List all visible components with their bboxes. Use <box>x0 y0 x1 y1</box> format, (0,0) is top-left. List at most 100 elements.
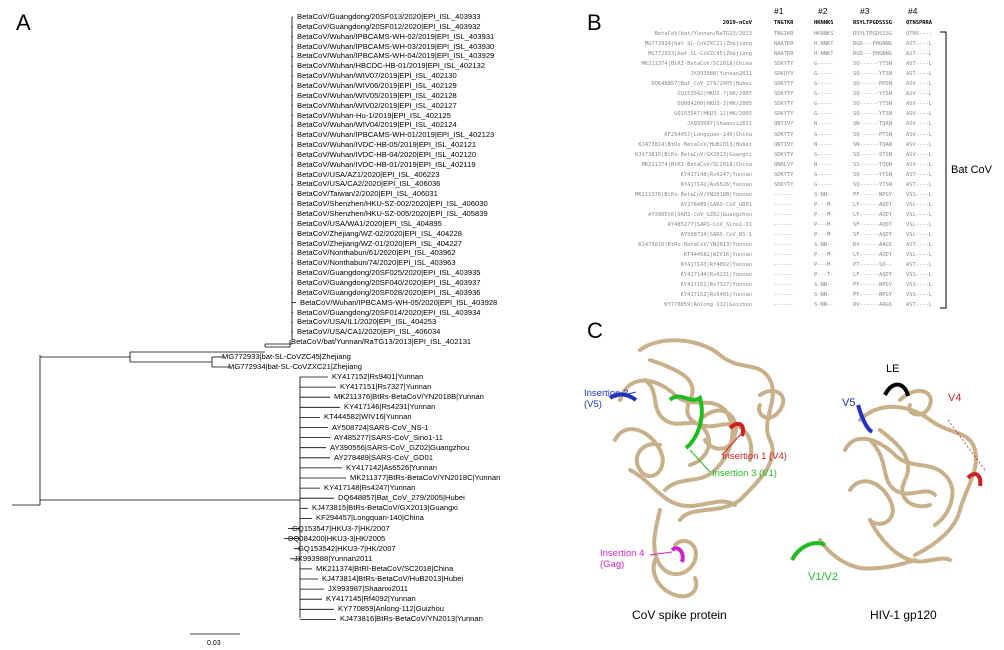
alignment-row-seq: G----- <box>814 91 834 98</box>
alignment-row-seq: SQ------YTSN <box>853 101 892 108</box>
alignment-row-seq: G----- <box>814 81 834 88</box>
alignment-row-name: KJ473814|BtRs-BetaCoV/HuB2013|Hubei <box>638 141 752 148</box>
alignment-row-seq: QNTIVY <box>774 121 794 128</box>
v5-segment <box>856 404 874 434</box>
alignment-row-seq: AST----L <box>906 302 932 309</box>
alignment-row-seq: ------ <box>774 201 794 208</box>
alignment-row-seq: PF------NPGY <box>853 292 892 299</box>
alignment-row-seq: G----- <box>814 131 834 138</box>
alignment-ref-seq: RSYLTPGDSSSG <box>853 20 892 26</box>
alignment-ref-name: 2019-nCoV <box>722 20 752 26</box>
tree-leaf-label: MK211376|BtRs-BetaCoV/YN2018B|Yunnan <box>334 392 484 402</box>
insertion-1-segment <box>728 421 745 437</box>
alignment-row-seq: SDKYTY <box>774 91 794 98</box>
alignment-row-seq: P---M- <box>814 252 834 259</box>
alignment-row-seq: ------ <box>774 252 794 259</box>
panel-letter-a: A <box>16 10 31 35</box>
alignment-row-seq: PF------NPGY <box>853 191 892 198</box>
tree-leaf-label: BetaCoV/Wuhan/IPBCAMS-WH-02/2019|EPI_ISL… <box>297 31 495 41</box>
spike-protein-title: CoV spike protein <box>632 608 727 622</box>
alignment-row-seq: SQ------YTSN <box>853 71 892 78</box>
alignment-row-seq: VSS----L <box>906 191 932 198</box>
tree-leaf-label: KY417145|Rf4092|Yunnan <box>326 594 416 604</box>
alignment-row-seq: N----- <box>814 121 834 128</box>
insertion-2-line2: (V5) <box>584 399 602 410</box>
alignment-row-seq: G----- <box>814 71 834 78</box>
tree-leaf-label: AY390556|SARS-CoV_GZ02|Guangzhou <box>330 442 470 452</box>
alignment-row-name: MK211374|BtRI-BetaCoV/SC2018|China <box>641 61 752 68</box>
tree-leaf-label: JX993988|Yunnan2011 <box>294 553 373 563</box>
alignment-row-seq: QNRLVY <box>774 161 794 168</box>
alignment-row-seq: SDKYTY <box>774 181 794 188</box>
insertion-2-segment <box>608 392 638 402</box>
alignment-row-seq: RV------AAGS <box>853 302 892 309</box>
tree-leaf-label: AY278489|SARS-CoV_GD01 <box>334 452 433 462</box>
alignment-row-name: AY278489|SARS-CoV_GD01 <box>680 201 752 208</box>
alignment-row-seq: RGD---PHGNNG <box>853 41 892 48</box>
alignment-row-name: JX993987|Shaanxi2011 <box>687 121 752 128</box>
tree-leaf-label: KT444582|WIV16|Yunnan <box>324 412 412 422</box>
alignment-row-name: GQ153547|HKU3-12|HK/2005 <box>674 111 752 118</box>
tree-scale-label: 0.03 <box>207 640 221 647</box>
alignment-row-seq: VSS----L <box>906 282 932 289</box>
alignment-row-seq: SDKYTY <box>774 61 794 68</box>
alignment-header-1: #1 <box>774 6 784 16</box>
tree-leaf-label: BetaCoV/Wuhan/WIV02/2019|EPI_ISL_402127 <box>297 100 457 110</box>
alignment-row-seq: AST----L <box>906 71 932 78</box>
alignment-row-seq: NAATKR <box>774 51 794 58</box>
alignment-row-seq: SDKYTY <box>774 101 794 108</box>
alignment-row-seq: P---M- <box>814 201 834 208</box>
alignment-row-seq: LF------AQDT <box>853 272 892 279</box>
alignment-row-seq: VSL----L <box>906 252 932 259</box>
tree-leaf-label: KY417151|Rs7327|Yunnan <box>340 382 432 392</box>
v1v2-segment <box>790 541 826 562</box>
alignment-row-seq: ASV----L <box>906 141 932 148</box>
alignment-row-seq: ------ <box>774 221 794 228</box>
alignment-row-name: KY417148|Rs4247|Yunnan <box>680 171 752 178</box>
bat-cov-label: Bat CoV <box>951 164 992 176</box>
tree-leaf-label: AY485277|SARS-CoV_Sino1-11 <box>334 432 443 442</box>
alignment-row-seq: ------ <box>774 262 794 269</box>
tree-leaf-label: BetaCoV/Zhejiang/WZ-02/2020|EPI_ISL_4042… <box>297 228 462 238</box>
tree-leaf-label: BetaCoV/Wuhan/WIV07/2019|EPI_ISL_402130 <box>297 71 457 81</box>
alignment-row-seq: P---M- <box>814 232 834 238</box>
alignment-row-seq: G----- <box>814 111 834 118</box>
alignment-row-seq: ASV----L <box>906 121 932 128</box>
alignment-row-seq: P---M- <box>814 221 834 228</box>
alignment-row-seq: SS------TQQN <box>853 161 892 168</box>
alignment-row-seq: SQ------PHSN <box>853 81 892 88</box>
tree-leaf-label: BetaCoV/Guangdong/20SF012/2020|EPI_ISL_4… <box>297 21 481 31</box>
insertion-4-line1: Insertion 4 <box>600 548 645 559</box>
v5-label: V5 <box>842 397 856 409</box>
phylogenetic-tree <box>12 16 346 635</box>
tree-leaf-label: BetaCoV/Shenzhen/HKU-SZ-005/2020|EPI_ISL… <box>297 209 488 218</box>
alignment-row-seq: SDKYTY <box>774 81 794 88</box>
alignment-row-seq: AST----L <box>906 41 932 48</box>
alignment-row-seq: ASV----L <box>906 91 932 98</box>
tree-leaf-label: BetaCoV/Wuhan/IVDC-HB-01/2019|EPI_ISL_40… <box>297 159 476 169</box>
alignment-row-seq: ASV----L <box>906 131 932 138</box>
alignment-row-seq: G----- <box>814 101 834 108</box>
alignment-row-seq: ASV----L <box>906 151 932 158</box>
alignment-row-seq: PF------NPGY <box>853 282 892 289</box>
alignment-row-seq: SDKQYV <box>774 71 794 78</box>
alignment-row-seq: ASV----L <box>906 161 932 168</box>
alignment-row-seq: SQ------STSN <box>853 151 892 158</box>
tree-leaf-label: BetaCoV/Wuhan/IPBCAMS-WH-03/2019|EPI_ISL… <box>297 41 495 51</box>
tree-leaf-label: BetaCoV/Wuhan/WIV05/2019|EPI_ISL_402128 <box>297 90 457 100</box>
insertion-3-label: Insertion 3 (V1) <box>712 468 777 479</box>
tree-leaf-label: BetaCoV/Guangdong/20SF028/2020|EPI_ISL_4… <box>297 287 481 297</box>
alignment-row-name: KF294457|Longquan-140|China <box>664 131 752 138</box>
alignment-row-seq: P---M- <box>814 262 834 269</box>
alignment-row-seq: VSS----L <box>906 292 932 299</box>
insertion-1-label: Insertion 1 (V4) <box>722 451 787 462</box>
tree-leaf-label: BetaCoV/Shenzhen/HKU-SZ-002/2020|EPI_ISL… <box>297 199 488 209</box>
alignment-row-seq: P---M- <box>814 211 834 218</box>
insertion-4-segment <box>670 546 685 563</box>
alignment-row-seq: SN------TQAN <box>853 141 892 148</box>
insertion-4-label: Insertion 4 (Gag) <box>600 548 644 570</box>
alignment-row-seq: QTNS---- <box>906 31 932 37</box>
tree-leaf-label: DQ648857|Bat_CoV_279/2005|Hubei <box>338 493 465 503</box>
tree-leaf-label: KY417148|Rs4247|Yunnan <box>324 483 416 493</box>
